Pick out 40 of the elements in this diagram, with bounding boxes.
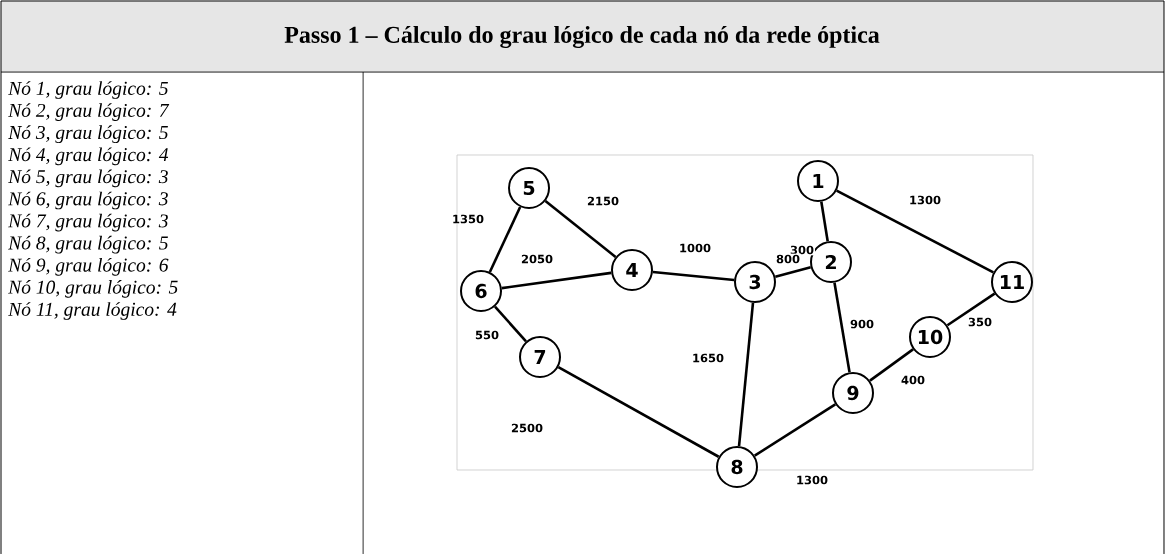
degree-text: Nó 11, grau lógico: 4 [8, 302, 177, 320]
edge-label: 1650 [691, 352, 725, 364]
edge-label: 550 [474, 329, 500, 341]
edge-line [754, 403, 836, 457]
edge-line [820, 201, 829, 242]
edge-label: 1350 [451, 213, 485, 225]
edge-label: 300 [789, 244, 815, 256]
edge-line [557, 366, 720, 458]
edge-label: 2050 [520, 253, 554, 265]
degree-text: Nó 6, grau lógico: 3 [8, 191, 168, 210]
degree-text: Nó 7, grau lógico: 3 [8, 213, 168, 232]
degree-text: Nó 5, grau lógico: 3 [8, 169, 168, 188]
edge-label: 1000 [678, 242, 712, 254]
edge-label: 1300 [908, 194, 942, 206]
degree-text: Nó 4, grau lógico: 4 [8, 147, 169, 166]
edge-line [946, 292, 996, 327]
degree-text: Nó 2, grau lógico: 7 [8, 103, 170, 121]
degree-text: Nó 3, grau lógico: 5 [8, 125, 168, 144]
edge-line [652, 270, 735, 282]
degree-text: Nó 1, grau lógico: 5 [8, 81, 168, 99]
edge-label: 900 [849, 318, 875, 330]
edge-label: 1300 [795, 474, 829, 486]
edge-line [836, 189, 994, 274]
degree-text: Nó 10, grau lógico: 5 [8, 280, 178, 298]
edge-line [488, 206, 522, 273]
edge-label: 2500 [510, 422, 544, 434]
edge-line [544, 200, 617, 258]
degree-text: Nó 9, grau lógico: 6 [8, 257, 169, 276]
title: Passo 1 – Cálculo do grau lógico de cada nó da rede óptica [284, 26, 880, 48]
edge-line [494, 305, 527, 343]
edge-label: 400 [900, 374, 926, 386]
edge-line [737, 302, 755, 447]
edge-label: 350 [967, 316, 993, 328]
edge-label: 800 [775, 253, 801, 265]
edge-label: 2150 [586, 195, 620, 207]
edge-line [833, 282, 851, 373]
edge-line [775, 266, 812, 278]
degree-text: Nó 8, grau lógico: 5 [8, 235, 168, 254]
edge-line [501, 271, 612, 290]
edge-line [869, 348, 914, 382]
